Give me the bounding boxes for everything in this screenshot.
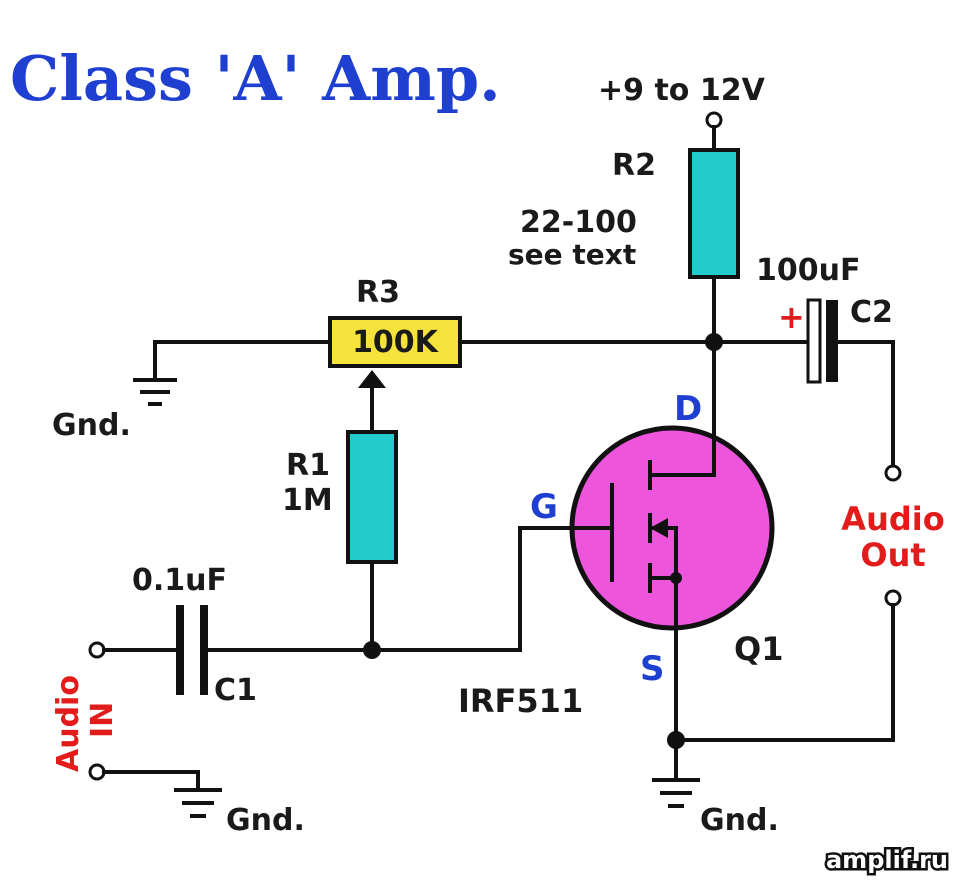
audio-out-terminal-bottom — [884, 589, 902, 607]
audio-in-terminal-top — [88, 641, 106, 659]
junction-gate — [363, 641, 381, 659]
resistor-r2 — [688, 148, 740, 279]
capacitor-c2-plate-pos — [806, 298, 822, 384]
ground-symbol-source — [652, 778, 700, 808]
transistor-q1-symbol — [573, 430, 716, 632]
gnd-label-input: Gnd. — [226, 803, 305, 838]
ground-symbol-input — [174, 788, 222, 818]
resistor-r1 — [346, 430, 398, 564]
q1-part-label: IRF511 — [458, 682, 583, 720]
r1-value-label: 1M — [282, 483, 333, 518]
audio-in-label-1: Audio — [51, 675, 86, 772]
r2-value-label-2: see text — [508, 238, 636, 271]
gate-pin-label: G — [530, 487, 558, 527]
pot-wiper-arrow — [358, 370, 386, 388]
drain-pin-label: D — [674, 389, 702, 429]
watermark: amplif.ru — [826, 846, 948, 874]
r2-value-label-1: 22-100 — [520, 205, 637, 240]
source-pin-label: S — [640, 649, 665, 689]
audio-out-terminal-top — [884, 464, 902, 482]
c2-plus-label: + — [778, 298, 805, 336]
r3-value-label: 100K — [352, 325, 440, 360]
audio-in-label-2: IN — [85, 702, 120, 738]
potentiometer-r3 — [328, 316, 462, 368]
c2-name-label: C2 — [850, 295, 893, 330]
audio-out-label-2: Out — [860, 536, 925, 574]
capacitor-c2-plate-neg — [826, 300, 838, 382]
c1-value-label: 0.1uF — [132, 563, 227, 598]
gnd-label-source: Gnd. — [700, 803, 779, 838]
q1-name-label: Q1 — [734, 630, 783, 668]
r2-name-label: R2 — [612, 148, 656, 183]
audio-in-terminal-bottom — [88, 763, 106, 781]
ground-symbol-left — [133, 378, 177, 406]
supply-terminal — [705, 111, 723, 129]
r3-name-label: R3 — [356, 275, 400, 310]
c1-name-label: C1 — [214, 673, 257, 708]
gnd-label-left: Gnd. — [52, 408, 131, 443]
c2-value-label: 100uF — [756, 253, 860, 288]
diagram-title: Class 'A' Amp. — [10, 42, 501, 115]
r1-name-label: R1 — [286, 448, 330, 483]
supply-label: +9 to 12V — [598, 73, 766, 108]
audio-out-label-1: Audio — [841, 500, 944, 538]
